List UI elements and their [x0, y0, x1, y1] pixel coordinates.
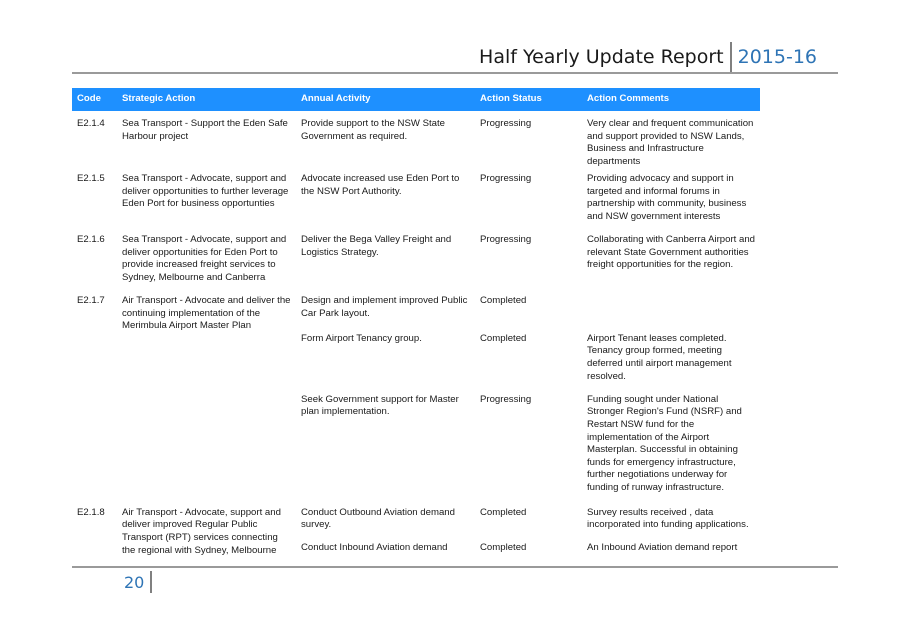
cell-code: E2.1.6	[77, 234, 105, 245]
cell-action-status: Progressing	[480, 118, 532, 129]
report-header: Half Yearly Update Report 2015-16	[479, 42, 817, 72]
cell-code: E2.1.4	[77, 118, 105, 129]
column-header-code: Code	[72, 88, 117, 111]
cell-code	[72, 394, 117, 507]
table-row: E2.1.8 Air Transport - Advocate, support…	[72, 506, 760, 556]
cell-strategic-action: Air Transport - Advocate, support and de…	[122, 506, 281, 556]
table-row: Seek Government support for Master plan …	[72, 394, 760, 507]
cell-action-comments: Collaborating with Canberra Airport and …	[587, 234, 755, 271]
cell-action-comments: Very clear and frequent communication an…	[587, 118, 754, 167]
cell-annual-activity: Conduct Outbound Aviation demand survey.	[301, 506, 455, 531]
cell-annual-activity: Seek Government support for Master plan …	[301, 393, 459, 418]
cell-annual-activity: Deliver the Bega Valley Freight and Logi…	[301, 234, 452, 258]
cell-annual-activity: Design and implement improved Public Car…	[301, 295, 468, 319]
column-header-annual-activity: Annual Activity	[296, 88, 475, 111]
cell-action-comments: Funding sought under National Stronger R…	[587, 393, 742, 493]
cell-action-comments: Survey results received , data incorpora…	[587, 506, 749, 531]
cell-code: E2.1.7	[77, 295, 105, 306]
cell-annual-activity: Conduct Inbound Aviation demand	[301, 542, 448, 554]
page-number-divider	[150, 571, 153, 593]
action-table: Code Strategic Action Annual Activity Ac…	[72, 88, 760, 557]
table-row: E2.1.4 Sea Transport - Support the Eden …	[72, 111, 760, 173]
cell-action-comments	[582, 295, 760, 333]
cell-code: E2.1.8	[77, 506, 105, 518]
header-divider	[729, 42, 732, 72]
cell-action-status: Progressing	[480, 234, 532, 245]
report-year: 2015-16	[737, 46, 817, 68]
cell-action-status: Completed	[480, 295, 527, 306]
cell-action-status: Completed	[480, 542, 527, 554]
table-row: E2.1.7 Air Transport - Advocate and deli…	[72, 295, 760, 333]
cell-action-comments: An Inbound Aviation demand report	[587, 542, 738, 554]
cell-strategic-action: Air Transport - Advocate and deliver the…	[122, 295, 291, 332]
cell-code	[72, 333, 117, 394]
cell-action-comments: Providing advocacy and support in target…	[587, 173, 747, 222]
cell-code	[72, 542, 117, 557]
column-header-strategic-action: Strategic Action	[117, 88, 296, 111]
table-row: E2.1.5 Sea Transport - Advocate, support…	[72, 173, 760, 234]
cell-strategic-action	[117, 333, 296, 394]
page-number: 20	[124, 571, 153, 593]
table-row: Form Airport Tenancy group. Completed Ai…	[72, 333, 760, 394]
cell-action-status: Completed	[480, 332, 527, 344]
footer-rule	[72, 566, 838, 568]
cell-strategic-action	[117, 394, 296, 507]
column-header-action-status: Action Status	[475, 88, 582, 111]
cell-annual-activity: Form Airport Tenancy group.	[301, 332, 422, 344]
cell-strategic-action: Sea Transport - Advocate, support and de…	[122, 173, 289, 210]
header-rule	[72, 72, 838, 74]
table-header-row: Code Strategic Action Annual Activity Ac…	[72, 88, 760, 111]
cell-code: E2.1.5	[77, 173, 105, 184]
cell-action-comments: Airport Tenant leases completed. Tenancy…	[587, 332, 732, 382]
cell-strategic-action: Sea Transport - Support the Eden Safe Ha…	[122, 118, 288, 142]
cell-action-status: Completed	[480, 506, 527, 518]
cell-annual-activity: Advocate increased use Eden Port to the …	[301, 173, 460, 197]
page-number-text: 20	[124, 572, 145, 592]
cell-annual-activity: Provide support to the NSW State Governm…	[301, 118, 445, 142]
table-row: Conduct Inbound Aviation demand Complete…	[72, 542, 760, 557]
cell-strategic-action: Sea Transport - Advocate, support and de…	[122, 234, 287, 283]
cell-action-status: Progressing	[480, 393, 532, 405]
table-row: E2.1.6 Sea Transport - Advocate, support…	[72, 234, 760, 295]
column-header-action-comments: Action Comments	[582, 88, 760, 111]
cell-action-status: Progressing	[480, 173, 532, 184]
report-title: Half Yearly Update Report	[479, 46, 724, 68]
